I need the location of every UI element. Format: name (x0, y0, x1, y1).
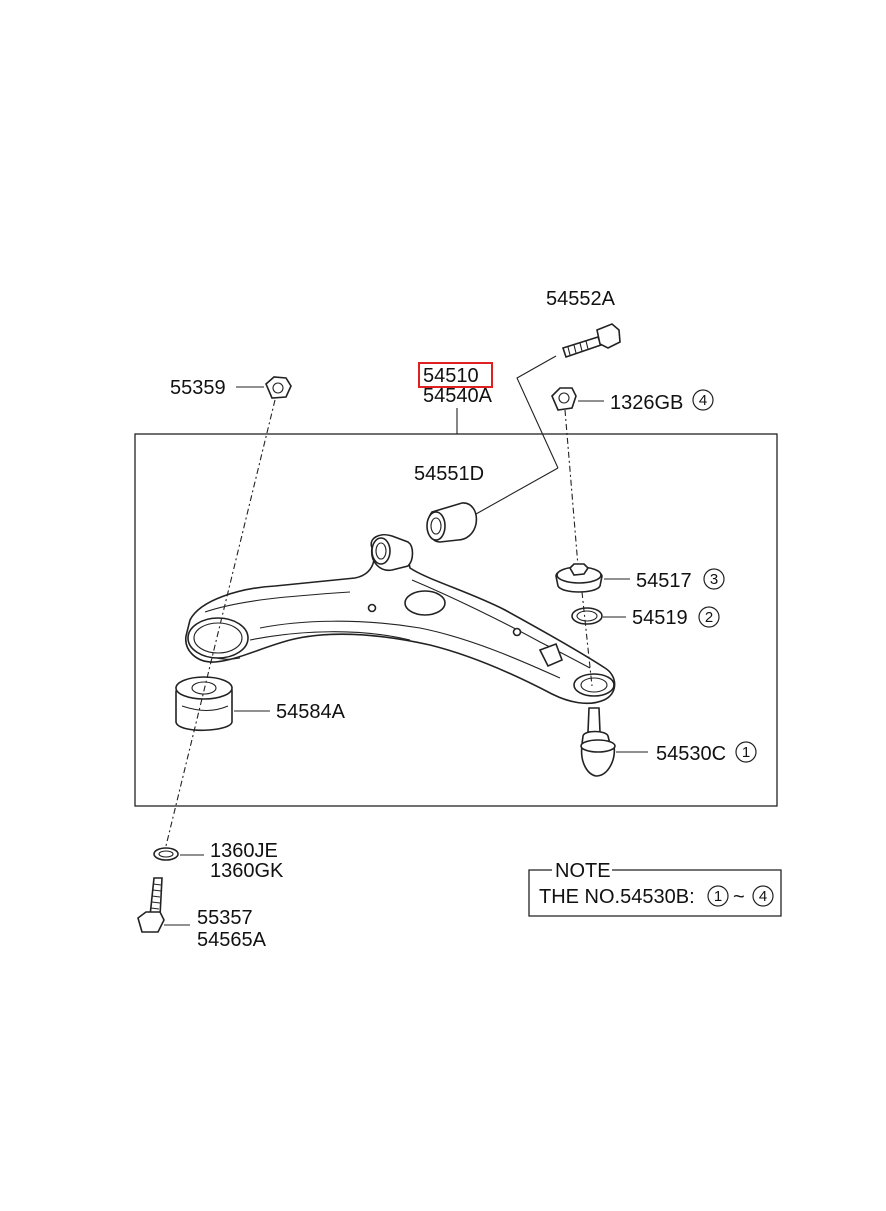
label-54551d[interactable]: 54551D (414, 463, 484, 485)
nut-55359[interactable] (265, 376, 292, 399)
label-54584a[interactable]: 54584A (276, 701, 346, 723)
label-54565a[interactable]: 54565A (197, 929, 267, 951)
rear-bushing-mount[interactable] (370, 533, 414, 572)
ref-number-4: 4 (699, 392, 707, 409)
ref-circle-3 (703, 568, 725, 590)
washer-54517[interactable] (555, 563, 603, 593)
ref-circle-1 (735, 741, 757, 763)
ring-54519[interactable] (571, 607, 603, 625)
label-54552a[interactable]: 54552A (546, 288, 616, 310)
label-1360je[interactable]: 1360JE (210, 840, 278, 862)
label-55359[interactable]: 55359 (170, 377, 226, 399)
note-range-from: 1 (714, 888, 722, 905)
ref-number-2: 2 (705, 609, 713, 626)
bushing-54551d[interactable] (426, 502, 478, 543)
note-title: NOTE (555, 860, 611, 882)
note-box: NOTE THE NO.54530B: 1 ~ 4 (528, 860, 782, 917)
note-text: THE NO.54530B: (539, 886, 695, 908)
label-54519[interactable]: 54519 (632, 607, 688, 629)
label-55357[interactable]: 55357 (197, 907, 253, 929)
note-range-to: 4 (759, 888, 767, 905)
label-54540a[interactable]: 54540A (423, 385, 493, 407)
highlight-54510 (418, 362, 493, 388)
label-54517[interactable]: 54517 (636, 570, 692, 592)
axis-1326gb (564, 409, 579, 567)
label-1360gk[interactable]: 1360GK (210, 860, 284, 882)
note-range-separator: ~ (733, 886, 745, 908)
lower-control-arm[interactable] (185, 547, 616, 705)
ref-number-3: 3 (710, 571, 718, 588)
bolt-55357[interactable] (137, 877, 165, 933)
note-ref-circle-1 (707, 885, 729, 907)
washer-1360je[interactable] (153, 847, 179, 861)
assembly-frame (134, 433, 778, 807)
label-54510[interactable]: 54510 (423, 365, 479, 387)
label-54530c[interactable]: 54530C (656, 743, 726, 765)
leader-54510-group (516, 355, 559, 469)
ref-circle-4 (692, 389, 714, 411)
ref-circle-2 (698, 606, 720, 628)
nut-1326gb[interactable] (551, 387, 577, 411)
axis-ball-joint (581, 591, 593, 687)
bolt-54552a[interactable] (561, 323, 621, 359)
bushing-54584a[interactable] (175, 676, 233, 732)
ball-joint-54530c[interactable] (580, 707, 616, 777)
note-ref-circle-4 (752, 885, 774, 907)
ref-number-1: 1 (742, 744, 750, 761)
leader-54551d (475, 467, 559, 515)
label-1326gb[interactable]: 1326GB (610, 392, 683, 414)
